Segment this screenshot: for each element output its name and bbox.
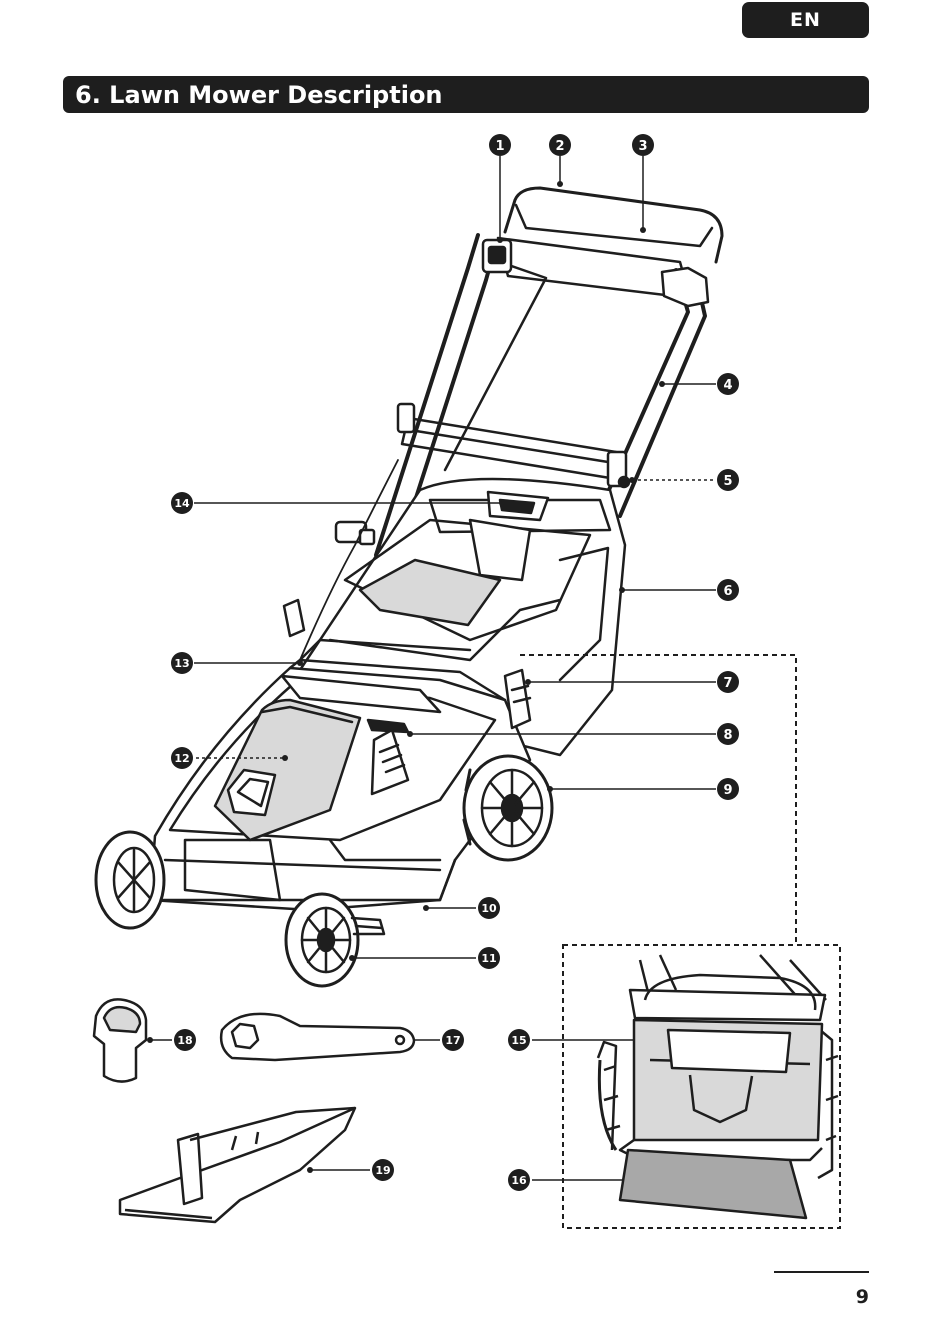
callout-12: 12: [171, 747, 193, 769]
callout-15-number: 15: [511, 1034, 526, 1047]
callout-15: 15: [508, 1029, 530, 1051]
wrench: [221, 1014, 414, 1060]
callout-14: 14: [171, 492, 193, 514]
callout-11: 11: [478, 947, 500, 969]
callout-7: 7: [717, 671, 739, 693]
callout-4-number: 4: [723, 378, 732, 393]
callout-3: 3: [632, 134, 654, 156]
callout-17-number: 17: [445, 1034, 460, 1047]
footer-rule: [774, 1271, 869, 1273]
callout-17: 17: [442, 1029, 464, 1051]
callout-18: 18: [174, 1029, 196, 1051]
callout-2-number: 2: [555, 139, 564, 154]
callout-2: 2: [549, 134, 571, 156]
callout-6-number: 6: [723, 584, 732, 599]
callout-9-number: 9: [723, 783, 732, 798]
callout-18-number: 18: [177, 1034, 192, 1047]
callout-19-number: 19: [375, 1164, 390, 1177]
page-number: 9: [856, 1286, 869, 1308]
callout-5-number: 5: [723, 474, 732, 489]
callout-5: 5: [717, 469, 739, 491]
callout-7-number: 7: [723, 676, 732, 691]
callout-10-number: 10: [481, 902, 497, 915]
callout-19: 19: [372, 1159, 394, 1181]
front-wheel: [286, 894, 358, 986]
callout-12-number: 12: [174, 752, 189, 765]
side-discharge-chute: [120, 1108, 355, 1222]
callout-8: 8: [717, 723, 739, 745]
callout-11-number: 11: [481, 952, 496, 965]
callout-1: 1: [489, 134, 511, 156]
callout-16: 16: [508, 1169, 530, 1191]
callout-13: 13: [171, 652, 193, 674]
callout-1-number: 1: [495, 139, 504, 154]
callout-6: 6: [717, 579, 739, 601]
callout-8-number: 8: [723, 728, 732, 743]
rear-wheel: [464, 756, 552, 860]
callout-14-number: 14: [174, 497, 190, 510]
callout-9: 9: [717, 778, 739, 800]
mulching-plug: [94, 999, 146, 1081]
callout-3-number: 3: [638, 139, 647, 154]
callout-10: 10: [478, 897, 500, 919]
front-left-wheel: [96, 832, 164, 928]
callout-4: 4: [717, 373, 739, 395]
callout-13-number: 13: [174, 657, 189, 670]
callout-16-number: 16: [511, 1174, 527, 1187]
rear-view-detail: [598, 955, 838, 1218]
safety-switch-box: [483, 240, 511, 272]
